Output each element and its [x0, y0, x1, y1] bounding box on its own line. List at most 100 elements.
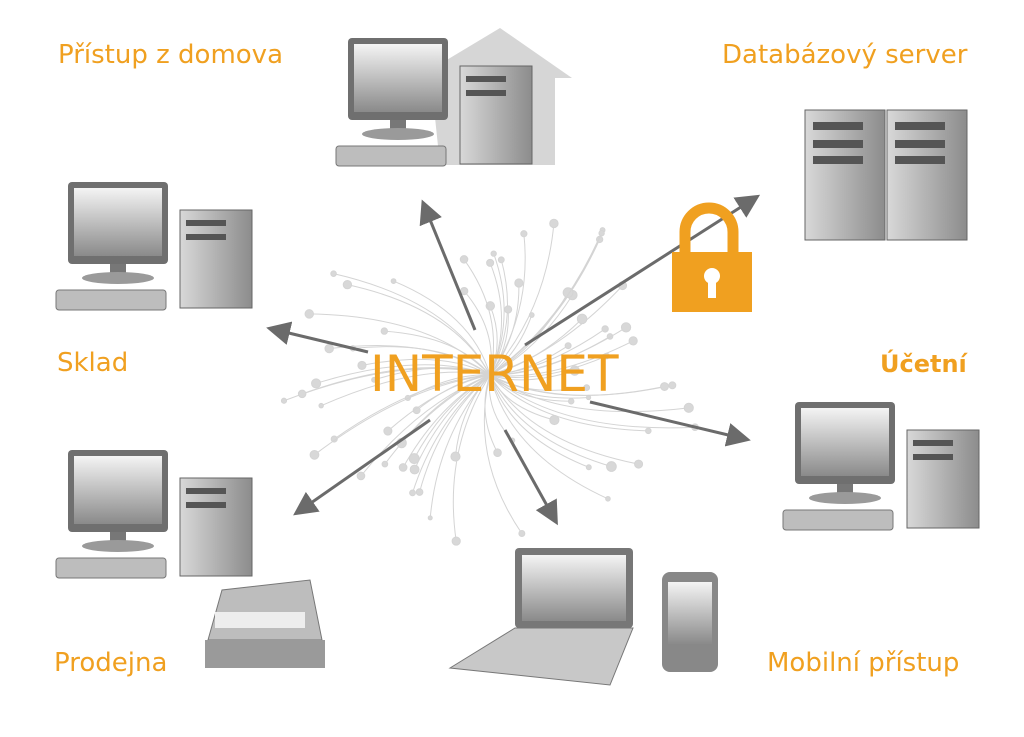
laptop	[448, 548, 634, 686]
laptop-and-phone	[448, 548, 718, 686]
burst-node	[330, 435, 338, 443]
label-accountant: Účetní	[880, 350, 967, 378]
burst-line	[412, 374, 491, 494]
burst-line	[489, 374, 689, 413]
burst-node	[297, 389, 307, 399]
burst-node	[380, 327, 389, 335]
burst-line	[489, 370, 575, 381]
burst-line	[463, 259, 495, 376]
burst-node	[383, 426, 393, 436]
burst-node	[459, 255, 469, 264]
burst-node	[601, 325, 609, 333]
arrow-home	[419, 199, 477, 331]
burst-line	[361, 358, 491, 376]
burst-node	[415, 488, 424, 496]
burst-node	[645, 427, 652, 435]
burst-line	[489, 233, 603, 376]
internet-burst	[280, 218, 699, 546]
burst-line	[489, 340, 634, 377]
burst-node	[381, 460, 389, 468]
burst-node	[493, 448, 502, 457]
burst-line	[402, 374, 491, 468]
burst-line	[419, 374, 491, 493]
burst-node	[356, 471, 366, 481]
burst-line	[387, 374, 491, 432]
burst-line	[489, 374, 696, 429]
burst-line	[352, 346, 491, 376]
burst-node	[309, 449, 320, 460]
burst-node	[683, 402, 694, 413]
burst-line	[407, 374, 491, 399]
burst-line	[489, 374, 587, 391]
burst-node	[549, 218, 559, 229]
burst-node	[342, 279, 353, 290]
burst-node	[409, 489, 416, 497]
burst-node	[598, 230, 605, 237]
burst-node	[311, 378, 322, 389]
database-servers	[804, 109, 968, 241]
burst-line	[489, 374, 555, 421]
burst-node	[371, 376, 378, 383]
burst-line	[489, 309, 509, 376]
label-database-server: Databázový server	[722, 40, 968, 70]
burst-line	[314, 374, 491, 456]
burst-node	[330, 270, 337, 277]
burst-line	[489, 223, 555, 376]
burst-node	[409, 464, 420, 475]
burst-line	[489, 374, 589, 468]
burst-node	[585, 464, 592, 471]
label-shop: Prodejna	[54, 648, 168, 678]
burst-node	[497, 256, 505, 264]
burst-line	[489, 285, 623, 376]
burst-node	[490, 250, 497, 257]
burst-node	[514, 278, 524, 288]
burst-node	[280, 397, 288, 404]
burst-node	[603, 352, 610, 360]
mobile-phone	[662, 572, 718, 672]
burst-node	[518, 530, 526, 537]
arrow-accountant	[589, 400, 751, 447]
burst-node	[628, 336, 638, 346]
burst-line	[384, 374, 491, 465]
burst-line	[489, 374, 665, 396]
burst-line	[320, 371, 491, 407]
burst-node	[390, 278, 397, 284]
burst-node	[576, 313, 588, 325]
home-computer	[335, 28, 572, 167]
burst-line	[454, 374, 491, 457]
burst-node	[549, 414, 560, 426]
label-warehouse: Sklad	[57, 348, 129, 378]
burst-line	[489, 328, 606, 376]
burst-node	[486, 258, 495, 267]
internet-label: INTERNET	[370, 345, 619, 403]
burst-node	[567, 398, 575, 405]
burst-line	[393, 280, 491, 376]
burst-node	[634, 459, 644, 469]
burst-node	[318, 402, 324, 409]
arrow-db	[524, 194, 761, 347]
burst-node	[427, 515, 433, 521]
burst-node	[620, 322, 632, 333]
burst-line	[489, 262, 502, 376]
burst-node	[398, 463, 408, 472]
warehouse-computer	[55, 181, 253, 311]
burst-node	[606, 461, 617, 472]
burst-line	[489, 355, 607, 378]
connection-arrows	[266, 194, 761, 526]
burst-line	[489, 374, 609, 500]
burst-line	[489, 326, 627, 376]
shop-computer	[55, 449, 325, 668]
burst-line	[301, 367, 491, 395]
burst-line	[489, 259, 508, 376]
cash-register	[205, 579, 325, 668]
burst-node	[408, 453, 420, 465]
burst-line	[463, 290, 492, 376]
burst-node	[564, 342, 572, 350]
burst-node	[668, 381, 677, 390]
burst-line	[414, 374, 491, 470]
burst-node	[504, 305, 513, 314]
arrow-shop	[293, 418, 431, 516]
burst-line	[483, 374, 523, 534]
lock-icon	[672, 202, 752, 312]
